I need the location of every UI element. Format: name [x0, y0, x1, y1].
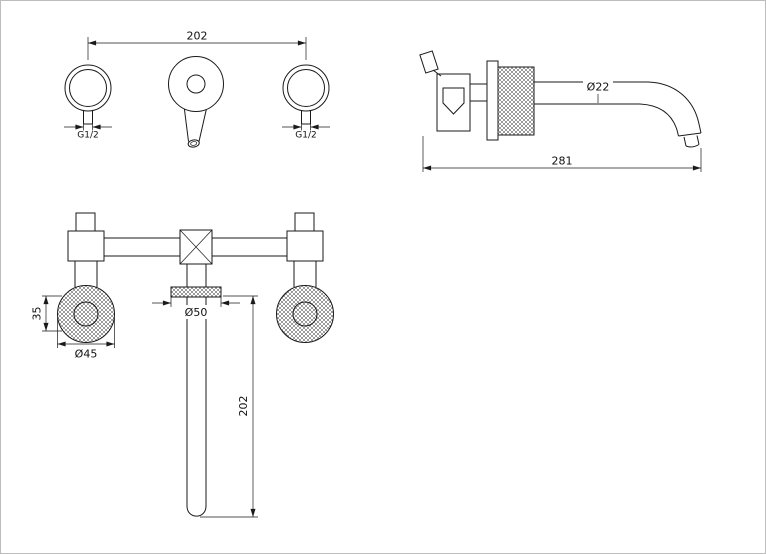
right-handle-outer-circle [282, 64, 330, 112]
spout-left-edge [183, 108, 189, 142]
spout-tip-outer [187, 139, 200, 148]
dim-front-center-distance: 202 [87, 30, 307, 60]
aerator-tip [683, 135, 700, 148]
spout-flange [170, 286, 222, 298]
neck-tube [470, 83, 487, 102]
wall-flange [486, 60, 499, 141]
spout-tip-inner [190, 141, 198, 146]
right-handle-inner-circle [287, 69, 325, 107]
dim-label-d45: Ø45 [75, 348, 98, 361]
dim-right-thread: G1/2 [282, 124, 330, 141]
dim-escutcheon-height: 35 [31, 295, 62, 332]
dim-label-35: 35 [31, 307, 44, 321]
dim-label-d50: Ø50 [185, 306, 208, 319]
dim-spout-diameter: Ø22 [583, 80, 613, 103]
left-handle-body [67, 230, 105, 262]
downspout-tube [186, 297, 207, 517]
label-mask [181, 305, 212, 319]
spout-body-circle [168, 56, 224, 112]
left-handle-outer-circle [64, 64, 112, 112]
left-escutcheon-cap [73, 301, 99, 327]
tee-fitting [179, 229, 213, 265]
dim-label-d22: Ø22 [587, 81, 610, 94]
valve-symbol [442, 87, 465, 115]
dim-spout-length: 202 [200, 295, 258, 518]
dim-escutcheon-diameter: Ø45 [57, 318, 115, 361]
left-handle-barrel [74, 261, 98, 287]
lever-link-line [432, 69, 442, 77]
knurled-nut [497, 66, 535, 136]
dim-label-281: 281 [552, 155, 573, 168]
valve-body [436, 73, 471, 132]
dim-label-202-plan: 202 [237, 396, 250, 417]
dim-label-g12-left: G1/2 [77, 131, 98, 141]
dim-overall-length: 281 [422, 136, 702, 172]
handle-lever [419, 50, 439, 74]
spout-neck [186, 264, 207, 287]
right-escutcheon-cap [292, 301, 318, 327]
label-mask [583, 80, 613, 93]
mounting-bar [104, 237, 287, 257]
spout-tube-top [534, 81, 702, 134]
spout-tip-cap [678, 132, 702, 137]
left-handle-inner-circle [69, 69, 107, 107]
front-view: 202 G1/2 G1/2 [64, 30, 330, 148]
left-escutcheon [57, 285, 115, 343]
dim-label-202-front: 202 [187, 30, 208, 43]
right-handle-barrel [293, 261, 317, 287]
left-handle-top [75, 212, 96, 232]
right-escutcheon [276, 285, 334, 343]
right-handle-stem [301, 110, 311, 125]
right-handle-body [286, 230, 324, 262]
tee-cross-lines [179, 229, 213, 265]
dim-left-thread: G1/2 [64, 124, 112, 141]
spout-body-inner-circle [186, 74, 206, 94]
plan-view: 35 Ø45 Ø50 202 [31, 212, 334, 518]
spout-right-edge [198, 109, 207, 142]
right-handle-top [294, 212, 315, 232]
spout-tube-bottom [534, 103, 679, 137]
dim-flange-diameter: Ø50 [152, 297, 240, 319]
left-handle-stem [83, 110, 93, 125]
dim-label-g12-right: G1/2 [295, 131, 316, 141]
side-view: Ø22 281 [419, 50, 702, 172]
